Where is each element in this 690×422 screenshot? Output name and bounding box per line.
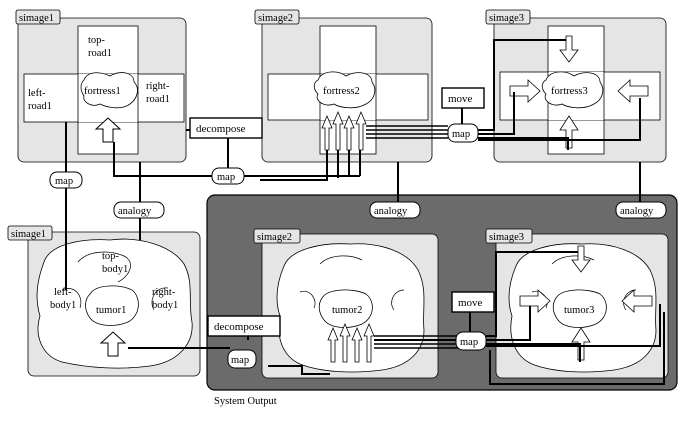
simage2-tumor-panel (261, 233, 439, 379)
top-road1-label-2: road1 (88, 48, 112, 59)
arrow-right-icon (519, 289, 551, 313)
arrow-up-icon (559, 115, 579, 149)
left-road1-label: left- (28, 88, 46, 99)
right-road1-label-2: road1 (146, 94, 170, 105)
tumor3-label: tumor3 (564, 305, 594, 316)
left-body1-label-2: body1 (50, 300, 76, 311)
top-road1-label: top- (88, 35, 105, 46)
decompose-label-top: decompose (196, 123, 246, 135)
tumor1-shape (85, 285, 139, 326)
map-label-left: map (55, 176, 73, 187)
top-body1-label-2: body1 (102, 264, 128, 275)
map-node-left[interactable] (49, 171, 83, 189)
small-arrow-icon (321, 114, 333, 151)
tumor2-shape (318, 289, 373, 328)
map-label-mid: map (217, 172, 235, 183)
analogy-node-1[interactable] (113, 201, 165, 219)
map-node-bottom-left[interactable] (227, 349, 257, 369)
move-label-top: move (448, 93, 473, 105)
left-road1-label-2: road1 (28, 101, 52, 112)
fortress2-label: fortress2 (323, 86, 360, 97)
simage3-fortress-label: simage3 (489, 13, 524, 24)
simage3-tumor-label: simage3 (489, 232, 524, 243)
move-label-bottom: move (458, 297, 483, 309)
simage3-fortress-panel (493, 17, 667, 163)
analogy-node-2[interactable] (369, 201, 421, 219)
fortress1-shape (80, 72, 138, 109)
fortress2-shape (313, 71, 376, 109)
right-body1-label: right- (152, 287, 176, 298)
analogy-label-3: analogy (620, 206, 654, 217)
fortress3-shape (541, 71, 604, 109)
tumor2-label: tumor2 (332, 305, 362, 316)
small-arrow-icon (363, 322, 375, 363)
small-arrow-icon (355, 110, 367, 151)
simage1-fortress-label: simage1 (19, 13, 54, 24)
small-arrow-icon (327, 326, 339, 363)
decompose-box-bottom[interactable] (207, 315, 281, 337)
simage1-fortress-panel (17, 17, 187, 163)
right-body1-label-2: body1 (152, 300, 178, 311)
map-label-bottom-left: map (231, 355, 249, 366)
fortress3-label: fortress3 (551, 86, 588, 97)
small-arrow-icon (343, 114, 355, 151)
simage1-tumor-panel (27, 231, 201, 377)
system-output-label: System Output (214, 396, 277, 407)
tumor3-shape (552, 289, 607, 328)
arrow-left-icon (621, 289, 653, 313)
map-node-mid[interactable] (211, 167, 245, 185)
decompose-box-top[interactable] (189, 117, 263, 139)
analogy-label-1: analogy (118, 206, 152, 217)
move-box-bottom[interactable] (451, 291, 495, 313)
map-label-top-right: map (452, 129, 470, 140)
simage2-fortress-label: simage2 (258, 13, 293, 24)
arrow-down-icon (559, 35, 579, 63)
fortress1-label: fortress1 (84, 86, 121, 97)
move-box-top[interactable] (441, 87, 485, 109)
left-body1-label: left- (54, 287, 72, 298)
analogy-label-2: analogy (374, 206, 408, 217)
tumor1-label: tumor1 (96, 305, 126, 316)
simage2-tumor-label: simage2 (257, 232, 292, 243)
small-arrow-icon (332, 110, 344, 151)
decompose-label-bottom: decompose (214, 321, 264, 333)
map-node-top-right[interactable] (447, 123, 479, 143)
right-road1-label: right- (146, 81, 170, 92)
connector-lines (65, 39, 665, 385)
simage3-tumor-panel (495, 233, 669, 379)
small-arrow-icon (351, 326, 363, 363)
arrow-left-icon (617, 79, 649, 103)
top-body1-label: top- (102, 251, 119, 262)
bundle-lines (366, 125, 458, 349)
analogy-node-3[interactable] (615, 201, 667, 219)
small-arrow-icon (339, 322, 351, 363)
map-label-bottom-right: map (460, 337, 478, 348)
arrow-down-icon (571, 245, 591, 273)
map-node-bottom-right[interactable] (455, 331, 487, 351)
simage1-tumor-label: simage1 (11, 229, 46, 240)
